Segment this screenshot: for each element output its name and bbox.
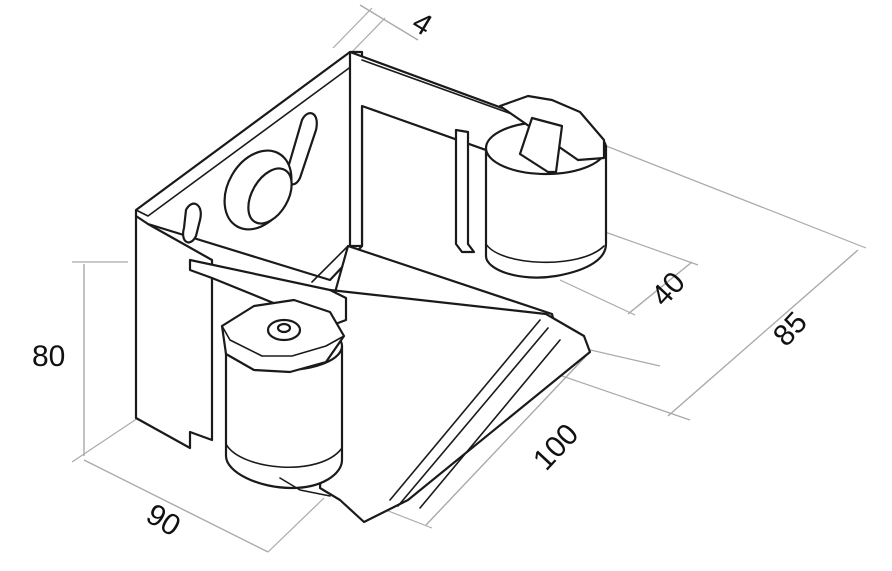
dim-height-label: 80	[32, 340, 65, 373]
dim-thickness-label: 4	[406, 6, 437, 43]
front-wheel	[220, 298, 346, 497]
rear-wheel	[484, 94, 608, 279]
dim-depth-label: 85	[767, 306, 814, 353]
right-slot	[454, 128, 476, 254]
dim-length-label: 100	[527, 418, 585, 477]
dim-width-label: 90	[140, 498, 186, 543]
left-slot-lower	[182, 202, 202, 244]
dim-wheel-spacing-label: 40	[645, 266, 692, 313]
bracket-body	[134, 50, 592, 524]
